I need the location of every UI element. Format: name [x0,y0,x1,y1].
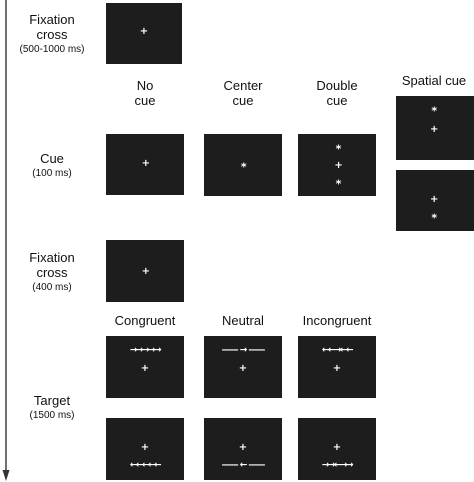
screen-incongruent-down: + →→←→→ [298,418,376,480]
fixation-cross: + [140,362,150,374]
phase-duration: (100 ms) [32,168,72,179]
screen-incongruent-up: ←←→←← + [298,336,376,398]
phase-duration: (1500 ms) [29,410,75,421]
screen-neutral-up: —— → —— + [204,336,282,398]
label-spatial-cue: Spatial cue [394,73,474,88]
screen-spatial-cue-bottom: + * [396,170,474,231]
arrow-flankers: ←←←←← [129,460,162,471]
fixation-cross: + [140,441,150,453]
screen-no-cue: + [106,134,184,195]
fixation-cross: + [238,362,248,374]
phase-duration: (400 ms) [32,282,72,293]
screen-fixation-2: + [106,240,184,302]
label-neutral: Neutral [222,313,264,328]
arrow-flankers: →→←→→ [321,460,354,471]
phase-title-line2: cross [36,265,68,280]
arrow-flankers: —— → —— [221,345,266,356]
label-line1: Double [316,78,358,93]
screen-fixation-1: + [106,3,182,64]
label-congruent: Congruent [114,313,176,328]
phase-title-line2: cross [36,27,68,42]
phase-label-fixation-2: Fixation cross (400 ms) [14,250,90,294]
cue-asterisk-bottom: * [335,177,342,191]
label-line2: cue [326,93,348,108]
phase-title-line1: Fixation [29,250,75,265]
fixation-cross: + [332,441,342,453]
label-line1: Spatial cue [401,73,467,88]
label-line2: cue [232,93,254,108]
label-line1: Center [223,78,263,93]
phase-duration: (500-1000 ms) [19,44,85,55]
fixation-cross: + [332,362,342,374]
phase-label-cue: Cue (100 ms) [14,151,90,180]
phase-label-fixation-1: Fixation cross (500-1000 ms) [14,12,90,56]
fixation-cross: + [430,123,439,135]
timeline-arrow [2,0,10,481]
arrow-flankers: →→→→→ [129,345,162,356]
phase-title: Target [33,393,71,408]
fixation-cross: + [141,265,150,277]
screen-neutral-down: + —— ← —— [204,418,282,480]
label-incongruent: Incongruent [302,313,372,328]
label-line2: cue [134,93,156,108]
fixation-cross: + [141,157,150,169]
arrow-flankers: —— ← —— [221,460,266,471]
fixation-cross: + [430,193,439,205]
fixation-cross: + [139,26,149,38]
label-no-cue: No cue [106,78,184,108]
cue-asterisk: * [431,104,438,118]
fixation-cross: + [334,160,343,172]
screen-spatial-cue-top: * + [396,96,474,160]
label-line1: No [136,78,154,93]
cue-asterisk-top: * [335,142,342,156]
label-center-cue: Center cue [204,78,282,108]
label-double-cue: Double cue [298,78,376,108]
phase-title-line1: Fixation [29,12,75,27]
screen-congruent-down: + ←←←←← [106,418,184,480]
phase-label-target: Target (1500 ms) [14,393,90,422]
arrow-flankers: ←←→←← [321,345,354,356]
cue-asterisk: * [431,211,438,225]
fixation-cross: + [238,441,248,453]
screen-congruent-up: →→→→→ + [106,336,184,398]
phase-title: Cue [40,151,64,166]
screen-double-cue: * + * [298,134,376,196]
cue-asterisk: * [240,160,247,174]
screen-center-cue: * [204,134,282,196]
